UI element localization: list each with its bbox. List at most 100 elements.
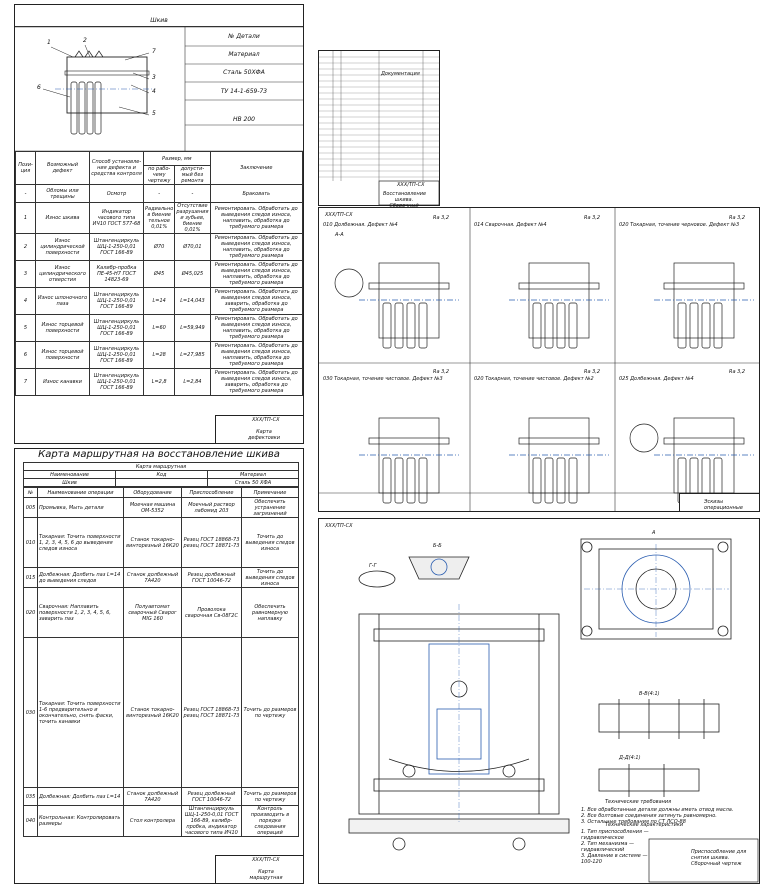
spec-item: 3. Давление в системе — 100-120 [581,853,648,865]
sheet4-code: ХХХ/ТП-СХ [325,212,353,218]
op-roughness-0: Ra 3,2 [433,215,450,221]
col-conclusion: Заключение [209,151,304,185]
route-cell-tool: Резец долбежный ГОСТ 10046-72 [181,567,242,588]
defect-cell-drawing: L=60 [142,314,176,342]
sheet-defect-card: Шкив 1 2 7 3 [14,4,304,444]
route-v-material: Сталь 50 ХФА [207,478,299,487]
sheet4-stamp-title: Эскизы операционные [704,499,743,511]
route-h-name: Наименование [23,470,116,479]
op-roughness-5: Ra 3,2 [729,369,746,375]
route-col-equip: Оборудование [123,487,182,498]
defect-cell-allowed: L=27,985 [174,341,211,369]
route-col-note: Примечание [241,487,299,498]
op-title-4: 020 Токарная, точение чистовое. Дефект №… [474,376,594,382]
view-bb-label: Б-Б [433,543,442,549]
route-cell-name: Долбежная: Долбить паз L=14 до выведения… [37,567,124,588]
route-v-name: Шкив [23,478,116,487]
defect-cell-conclusion: Ремонтировать. Обработать до выведения с… [209,314,304,342]
route-cell-no: 040 [23,805,38,837]
route-cell-tool: Резец долбежный ГОСТ 10046-72 [181,787,242,806]
defect-cell-pos: 1 [15,202,36,234]
defect-cell-method: Штангенциркуль ШЦ-1-250-0,01 ГОСТ 166-89 [89,341,144,369]
route-cell-tool: Моечный раствор лабомид 203 [181,497,242,518]
route-col-no: № [23,487,38,498]
defect-cell-drawing: Радиально в биение тельное 0,01% [142,202,176,234]
route-cell-note: Точить до выведения следов износа [241,567,299,588]
callout-2: 2 [83,37,87,44]
defect-cell-defect: Износ шкива [35,202,90,234]
op-roughness-3: Ra 3,2 [433,369,450,375]
callout-3: 3 [152,74,156,81]
defect-cell-method: Штангенциркуль ШЦ-1-250-0,01 ГОСТ 166-89 [89,368,144,396]
col-method: Способ установле-ния дефекта и средства … [89,151,144,185]
sheet1-title: Шкив [15,16,303,27]
defect-cell-conclusion: Ремонтировать. Обработать до выведения с… [209,287,304,315]
sheet2-stamp-title: Карта маршрутная [249,869,283,881]
sheet-fixture: ХХХ/ТП-СХ [318,518,760,884]
defect-cell-conclusion: Ремонтировать. Обработать до выведения с… [209,233,304,261]
route-cell-tool: Штангенциркуль ШЦ-1-250-0,01 ГОСТ 166-89… [181,805,242,837]
route-cell-name: Токарная: Точить поверхности 1, 2, 3, 4,… [37,517,124,568]
route-cell-note: Точить до размеров по чертежу [241,787,299,806]
spec-item: 2. Тип механизма — гидравлический [581,841,634,853]
defect-cell-drawing: L=2,8 [142,368,176,396]
sheet1-stamp-code: ХХХ/ТП-СХ [252,417,280,423]
sheet1-stamp: ХХХ/ТП-СХ Карта дефектовки [215,415,304,444]
op-title-1: 014 Сварочная. Дефект №4 [474,222,547,228]
view-gg-label: Г-Г [369,563,377,569]
defect-cell-pos: 5 [15,314,36,342]
defect-cell-conclusion: Ремонтировать. Обработать до выведения с… [209,368,304,396]
route-cell-equip: Станок долбежный 7А420 [123,787,182,806]
route-cell-note: Точить до размеров по чертежу [241,637,299,788]
route-cell-equip: Станок долбежный 7А420 [123,567,182,588]
col-size-drawing: по рабо-чему чертежу [142,165,176,185]
route-cell-name: Токарная: Точить поверхности 1-6 предвар… [37,637,124,788]
defect-cell-pos: 2 [15,233,36,261]
defect-cell-allowed: L=2,84 [174,368,211,396]
defect-cell-defect: Обломы или трещины [35,184,90,203]
op-sketch-0 [334,262,459,349]
route-cell-note: Обеспечить устранение загрязнений [241,497,299,518]
route-cell-note: Обеспечить равномерную наплавку [241,587,299,638]
defect-cell-allowed: Отсутствие разрушения и зубьев, биение 0… [174,202,211,234]
op-title-2: 020 Токарная, точение черновое. Дефект №… [619,222,740,228]
spec-list-grid [319,51,440,206]
defect-cell-allowed: Ø45,025 [174,260,211,288]
route-cell-name: Долбежная: Долбить паз L=14 [37,787,124,806]
sheet5-stamp-title: Приспособление для снятия шкива. Сборочн… [691,849,747,867]
route-cell-equip: Станок токарно-винторезный 16К20 [123,517,182,568]
route-cell-tool: Резец ГОСТ 18868-73 резец ГОСТ 18871-73 [181,517,242,568]
callout-6: 6 [37,84,41,91]
route-cell-name: Сварочная: Наплавить поверхности 1, 2, 3… [37,587,124,638]
defect-cell-method: Штангенциркуль ШЦ-1-250-0,01 ГОСТ 166-89 [89,233,144,261]
route-cell-no: 005 [23,497,38,518]
defect-cell-allowed: L=14,043 [174,287,211,315]
defect-cell-drawing: Ø70 [142,233,176,261]
route-cell-no: 015 [23,567,38,588]
route-cell-name: Промывка, Мыть детали [37,497,124,518]
op-sketch-grid [319,208,759,511]
op-title-0: 010 Долбежная. Дефект №4 [323,222,398,228]
defect-cell-defect: Износ торцевой поверхности [35,341,90,369]
defect-cell-defect: Износ шпоночного паза [35,287,90,315]
defect-cell-method: Индикатор часового типа ИЧ10 ГОСТ 577-68 [89,202,144,234]
note-item: 1. Все обработанные детали должны иметь … [581,807,734,813]
sheet4-stamp: Эскизы операционные [679,493,760,512]
route-h-material: Материал [207,470,299,479]
route-cell-name: Контрольная: Контролировать размеры [37,805,124,837]
defect-cell-method: Осмотр [89,184,144,203]
op-roughness-4: Ra 3,2 [584,369,601,375]
defect-cell-method: Штангенциркуль ШЦ-1-250-0,01 ГОСТ 166-89 [89,314,144,342]
route-cell-no: 020 [23,587,38,638]
note-item: 3. Остальные требования по СТ ЛСО-88 [581,819,686,825]
defect-cell-conclusion: Ремонтировать. Обработать до выведения с… [209,341,304,369]
defect-cell-defect: Износ цилиндрической поверхности [35,233,90,261]
sheet-op-sketches: ХХХ/ТП-СХ 010 Долбежная. Дефект №4 Ra 3,2… [318,207,760,512]
